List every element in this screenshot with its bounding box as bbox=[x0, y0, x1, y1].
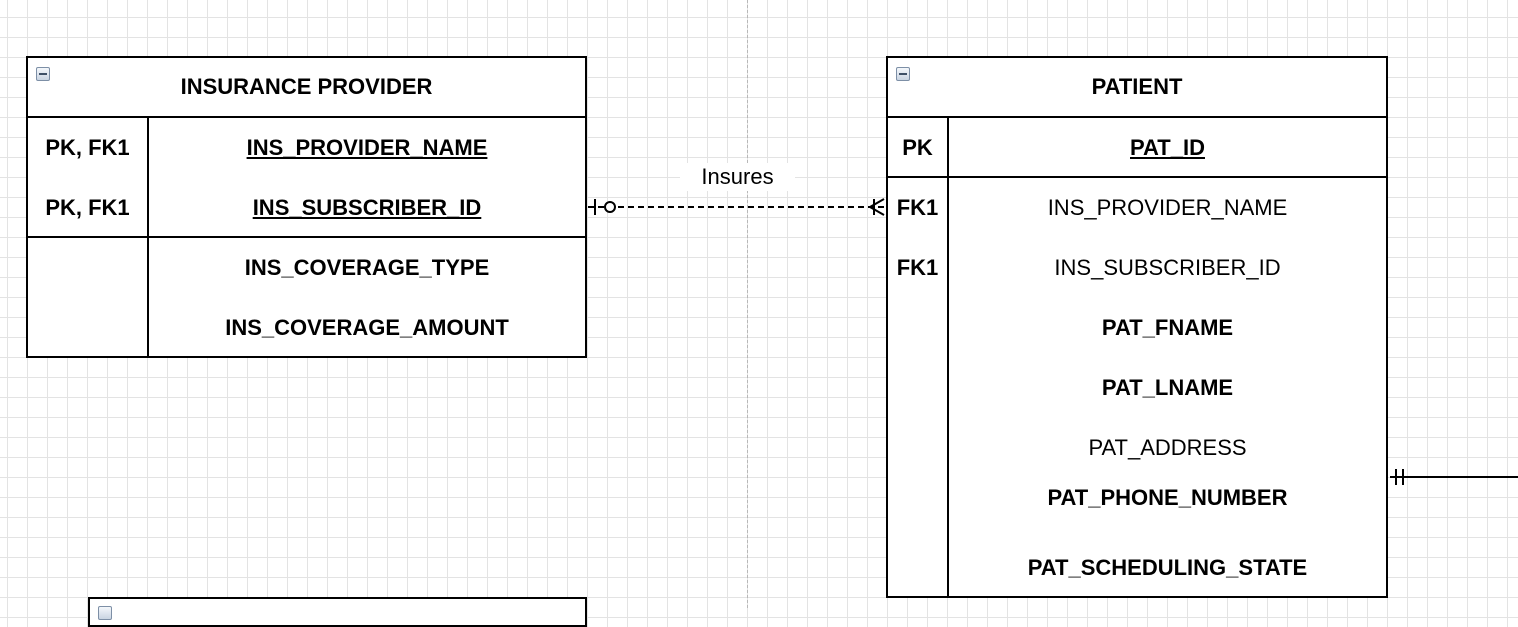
entity-insurance-provider[interactable]: INSURANCE PROVIDER PK, FK1 INS_PROVIDER_… bbox=[26, 56, 587, 358]
entity-title-text: INSURANCE PROVIDER bbox=[180, 74, 433, 99]
collapse-icon[interactable] bbox=[98, 606, 112, 620]
attribute-name[interactable]: INS_COVERAGE_AMOUNT bbox=[225, 315, 509, 340]
entity-title: INSURANCE PROVIDER bbox=[28, 58, 585, 118]
collapse-icon[interactable] bbox=[896, 67, 910, 81]
attribute-name[interactable]: INS_SUBSCRIBER_ID bbox=[252, 195, 482, 220]
key-label: FK1 bbox=[896, 195, 939, 220]
attribute-name[interactable]: PAT_FNAME bbox=[1101, 315, 1234, 340]
attribute-name[interactable]: INS_COVERAGE_TYPE bbox=[244, 255, 490, 280]
one-or-many-marker bbox=[869, 198, 885, 216]
exactly-one-marker bbox=[1395, 469, 1404, 485]
key-label: PK bbox=[902, 135, 933, 160]
attribute-name[interactable]: PAT_PHONE_NUMBER bbox=[1047, 485, 1288, 510]
attribute-name[interactable]: PAT_SCHEDULING_STATE bbox=[1027, 555, 1308, 580]
attribute-name[interactable]: PAT_ID bbox=[1130, 135, 1205, 160]
attribute-name[interactable]: INS_SUBSCRIBER_ID bbox=[1054, 255, 1281, 280]
page-boundary-guide bbox=[747, 0, 748, 608]
zero-or-one-marker bbox=[594, 199, 616, 215]
entity-title: PATIENT bbox=[888, 58, 1386, 118]
entity-title-text: PATIENT bbox=[1091, 74, 1183, 99]
key-label: FK1 bbox=[896, 255, 939, 280]
attribute-name[interactable]: PAT_LNAME bbox=[1101, 375, 1234, 400]
key-label: PK, FK1 bbox=[45, 195, 130, 220]
attribute-name[interactable]: INS_PROVIDER_NAME bbox=[246, 135, 488, 160]
key-section-divider bbox=[28, 236, 585, 238]
attribute-name[interactable]: PAT_ADDRESS bbox=[1088, 435, 1247, 460]
key-column-divider bbox=[947, 116, 949, 596]
key-section-divider bbox=[888, 176, 1386, 178]
key-label: PK, FK1 bbox=[45, 135, 130, 160]
collapse-icon[interactable] bbox=[36, 67, 50, 81]
entity-patient[interactable]: PATIENT PK PAT_ID FK1 INS_PROVIDER_NAME … bbox=[886, 56, 1388, 598]
relationship-label[interactable]: Insures bbox=[680, 163, 795, 191]
attribute-name[interactable]: INS_PROVIDER_NAME bbox=[1047, 195, 1288, 220]
connectors-layer bbox=[588, 198, 1518, 485]
